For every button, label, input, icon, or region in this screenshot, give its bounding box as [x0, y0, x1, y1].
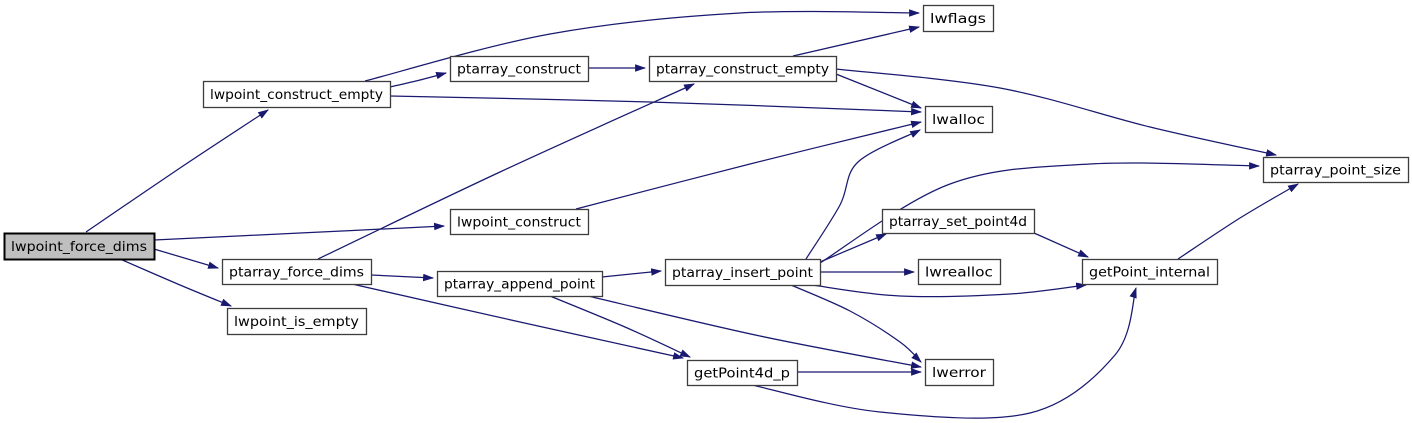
node-label: lwpoint_is_empty: [234, 314, 359, 330]
node-label: ptarray_insert_point: [672, 265, 813, 281]
node-box: [226, 307, 368, 336]
node-label: lwerror: [932, 365, 986, 381]
edge-getPoint_internal-to-ptarray_point_size: [1177, 183, 1299, 260]
node-box: [221, 258, 373, 286]
edge-ptarray_insert_point-to-lwerror: [790, 284, 922, 363]
node-label: ptarray_construct_empty: [656, 62, 829, 78]
node-box: [686, 359, 799, 387]
edge-ptarray_force_dims-to-ptarray_append_point: [370, 273, 435, 282]
node-lwflags[interactable]: lwflags: [922, 4, 995, 33]
edge-ptarray_insert_point-to-ptarray_point_size: [819, 162, 1261, 264]
node-lwrealloc[interactable]: lwrealloc: [917, 258, 1002, 286]
node-box: [449, 55, 590, 83]
node-label: ptarray_force_dims: [229, 265, 364, 281]
edge-lwpoint_construct_empty-to-lwflags: [364, 9, 921, 82]
node-ptarray_insert_point[interactable]: ptarray_insert_point: [664, 258, 822, 287]
node-lwpoint_construct[interactable]: lwpoint_construct: [449, 208, 590, 236]
node-label: lwflags: [930, 11, 986, 27]
edge-lwpoint_construct-to-lwalloc: [575, 120, 923, 210]
node-box: [922, 4, 995, 33]
node-lwpoint_is_empty[interactable]: lwpoint_is_empty: [226, 307, 368, 336]
node-label: ptarray_append_point: [444, 277, 595, 293]
node-label: ptarray_point_size: [1270, 163, 1401, 179]
node-box: [3, 232, 156, 261]
node-lwerror[interactable]: lwerror: [924, 358, 995, 387]
node-label: lwalloc: [932, 112, 985, 128]
node-box: [1081, 258, 1219, 286]
edge-ptarray_insert_point-to-getPoint_internal: [811, 282, 1088, 298]
edge-ptarray_force_dims-to-ptarray_construct_empty: [317, 83, 696, 260]
edge-ptarray_append_point-to-ptarray_insert_point: [601, 268, 663, 278]
node-box: [664, 258, 822, 287]
node-ptarray_force_dims[interactable]: ptarray_force_dims: [221, 258, 373, 286]
edge-lwpoint_force_dims-to-lwpoint_is_empty: [119, 258, 233, 307]
edge-getPoint4d_p-to-getPoint_internal: [751, 286, 1137, 419]
edge-ptarray_construct_empty-to-lwalloc: [835, 73, 923, 109]
edge-ptarray_insert_point-to-ptarray_set_point4d: [819, 233, 888, 263]
node-label: lwpoint_construct_empty: [210, 87, 383, 103]
node-label: lwpoint_construct: [457, 215, 581, 231]
edge-lwpoint_construct_empty-to-lwalloc: [389, 95, 923, 116]
edge-ptarray_construct_empty-to-ptarray_point_size: [835, 68, 1278, 157]
edge-ptarray_append_point-to-lwerror: [587, 295, 923, 369]
edge-ptarray_insert_point-to-lwalloc: [805, 129, 921, 260]
node-ptarray_construct[interactable]: ptarray_construct: [449, 55, 590, 83]
node-box: [924, 358, 995, 387]
node-ptarray_set_point4d[interactable]: ptarray_set_point4d: [881, 208, 1036, 235]
edge-ptarray_append_point-to-getPoint4d_p: [549, 295, 691, 358]
node-label: getPoint_internal: [1089, 265, 1210, 281]
node-label: ptarray_construct: [457, 62, 581, 78]
node-box: [436, 270, 604, 298]
edge-ptarray_construct_empty-to-lwflags: [792, 25, 921, 57]
node-ptarray_point_size[interactable]: ptarray_point_size: [1262, 156, 1410, 184]
edge-lwpoint_construct_empty-to-ptarray_construct: [389, 71, 448, 88]
node-box: [202, 80, 392, 109]
edge-lwpoint_force_dims-to-ptarray_force_dims: [153, 248, 220, 269]
node-lwpoint_construct_empty[interactable]: lwpoint_construct_empty: [202, 80, 392, 109]
node-ptarray_append_point[interactable]: ptarray_append_point: [436, 270, 604, 298]
node-box: [917, 258, 1002, 286]
edge-ptarray_force_dims-to-getPoint4d_p: [351, 283, 685, 360]
node-label: lwrealloc: [925, 265, 993, 281]
node-box: [648, 55, 838, 83]
node-label: ptarray_set_point4d: [889, 214, 1027, 230]
node-lwpoint_force_dims: lwpoint_force_dims: [3, 232, 156, 261]
edge-lwpoint_force_dims-to-lwpoint_construct: [153, 222, 446, 241]
node-box: [1262, 156, 1410, 184]
node-getPoint_internal[interactable]: getPoint_internal: [1081, 258, 1219, 286]
node-label: lwpoint_force_dims: [11, 239, 147, 255]
node-ptarray_construct_empty[interactable]: ptarray_construct_empty: [648, 55, 838, 83]
node-box: [449, 208, 590, 236]
edge-lwpoint_force_dims-to-lwpoint_construct_empty: [85, 109, 269, 233]
node-box: [924, 105, 994, 134]
node-lwalloc[interactable]: lwalloc: [924, 105, 994, 134]
node-box: [881, 208, 1036, 235]
edge-ptarray_set_point4d-to-getPoint_internal: [1033, 232, 1090, 258]
node-getPoint4d_p[interactable]: getPoint4d_p: [686, 359, 799, 387]
node-label: getPoint4d_p: [694, 366, 790, 382]
